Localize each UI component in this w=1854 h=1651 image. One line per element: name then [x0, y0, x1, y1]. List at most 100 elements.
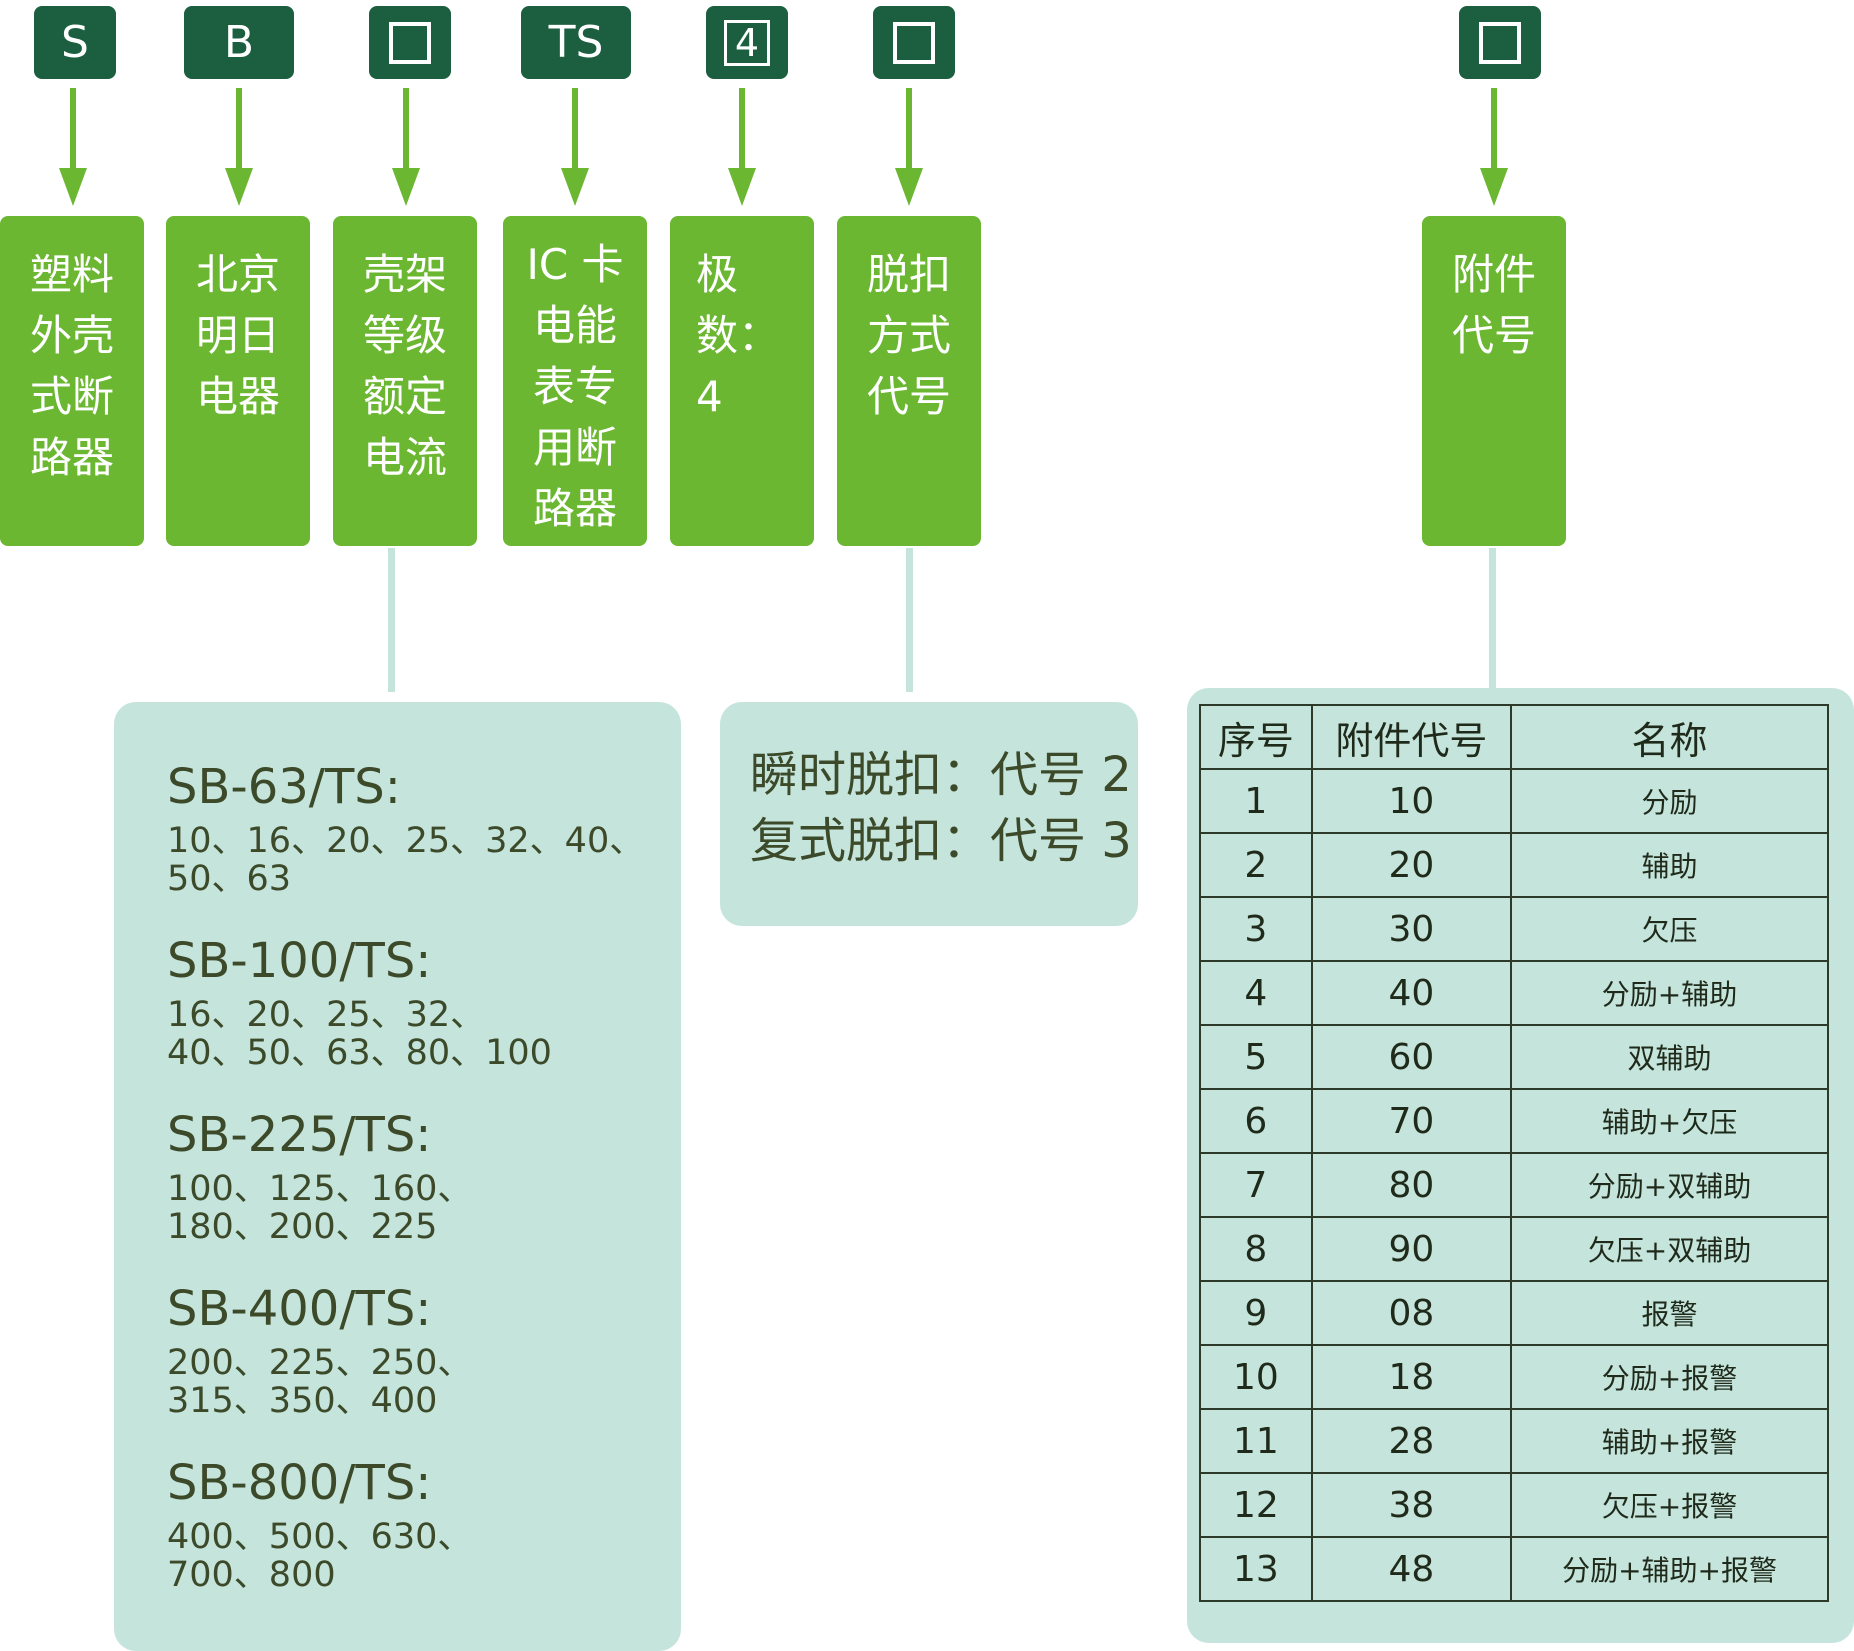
accessory-name: 辅助 — [1510, 832, 1829, 898]
accessory-code: 30 — [1310, 896, 1513, 962]
current-values-line: 50、63 — [167, 859, 292, 899]
current-values: 400、500、630、 700、800 — [167, 1518, 681, 1594]
arrow-down-icon — [59, 88, 87, 206]
row-index: 3 — [1199, 896, 1313, 962]
code-label-ts: TS — [548, 17, 604, 68]
trip-mode-line: 复式脱扣：代号 3 — [750, 813, 1132, 869]
row-index: 7 — [1199, 1152, 1313, 1218]
trip-mode-panel: 瞬时脱扣：代号 2 复式脱扣：代号 3 — [720, 702, 1138, 926]
accessory-code: 70 — [1310, 1088, 1513, 1154]
rating-group: SB-225/TS: 100、125、160、 180、200、225 — [167, 1106, 681, 1246]
current-values-line: 180、200、225 — [167, 1207, 438, 1247]
arrow-down-icon — [1480, 88, 1508, 206]
accessory-code: 20 — [1310, 832, 1513, 898]
accessory-name: 欠压+双辅助 — [1510, 1216, 1829, 1282]
code-label-s: S — [61, 17, 89, 68]
current-values-line: 10、16、20、25、32、40、 — [167, 821, 645, 861]
row-index: 8 — [1199, 1216, 1313, 1282]
placeholder-square-icon — [1479, 21, 1521, 64]
accessory-name: 辅助+欠压 — [1510, 1088, 1829, 1154]
current-values: 16、20、25、32、 40、50、63、80、100 — [167, 996, 681, 1072]
current-values-line: 400、500、630、 — [167, 1517, 473, 1557]
accessory-code: 18 — [1310, 1344, 1513, 1410]
accessory-code: 60 — [1310, 1024, 1513, 1090]
column-header: 名称 — [1510, 704, 1829, 770]
arrow-down-icon — [561, 88, 589, 206]
rated-current-panel: SB-63/TS: 10、16、20、25、32、40、 50、63 SB-10… — [114, 702, 681, 1651]
accessory-code: 48 — [1310, 1536, 1513, 1602]
code-label-b: B — [223, 17, 255, 68]
row-index: 2 — [1199, 832, 1313, 898]
table-header-row: 序号 附件代号 名称 — [1199, 704, 1829, 770]
current-values: 100、125、160、 180、200、225 — [167, 1170, 681, 1246]
model-name: SB-100/TS: — [167, 933, 432, 989]
accessory-code: 28 — [1310, 1408, 1513, 1474]
row-index: 9 — [1199, 1280, 1313, 1346]
row-index: 5 — [1199, 1024, 1313, 1090]
column-header: 附件代号 — [1310, 704, 1513, 770]
current-values-line: 315、350、400 — [167, 1381, 438, 1421]
code-box-frame-current — [369, 6, 451, 79]
desc-box-frame-current: 壳架 等级 额定 电流 — [333, 216, 477, 546]
current-values: 10、16、20、25、32、40、 50、63 — [167, 822, 681, 898]
arrow-down-icon — [895, 88, 923, 206]
current-values: 200、225、250、 315、350、400 — [167, 1344, 681, 1420]
accessory-name: 分励+辅助+报警 — [1510, 1536, 1829, 1602]
code-box-trip-mode — [873, 6, 955, 79]
current-values-line: 200、225、250、 — [167, 1343, 473, 1383]
row-index: 4 — [1199, 960, 1313, 1026]
rating-group: SB-63/TS: 10、16、20、25、32、40、 50、63 — [167, 758, 681, 898]
code-box-poles: 4 — [706, 6, 788, 79]
arrow-down-icon — [225, 88, 253, 206]
rating-group: SB-800/TS: 400、500、630、 700、800 — [167, 1454, 681, 1594]
accessory-name: 欠压 — [1510, 896, 1829, 962]
accessory-code: 80 — [1310, 1152, 1513, 1218]
accessory-code: 38 — [1310, 1472, 1513, 1538]
desc-box-manufacturer: 北京 明日 电器 — [166, 216, 310, 546]
current-values-line: 40、50、63、80、100 — [167, 1033, 552, 1073]
desc-box-housing-type: 塑料 外壳 式断 路器 — [0, 216, 144, 546]
placeholder-square-icon — [893, 21, 935, 64]
row-index: 10 — [1199, 1344, 1313, 1410]
accessory-name: 分励+辅助 — [1510, 960, 1829, 1026]
accessory-name: 辅助+报警 — [1510, 1408, 1829, 1474]
row-index: 1 — [1199, 768, 1313, 834]
accessory-code: 40 — [1310, 960, 1513, 1026]
arrow-down-icon — [392, 88, 420, 206]
column-header: 序号 — [1199, 704, 1313, 770]
desc-box-poles: 极数： 4 — [670, 216, 814, 546]
desc-box-accessory-code: 附件 代号 — [1422, 216, 1566, 546]
accessory-name: 分励 — [1510, 768, 1829, 834]
row-index: 11 — [1199, 1408, 1313, 1474]
accessory-name: 报警 — [1510, 1280, 1829, 1346]
trip-mode-line: 瞬时脱扣：代号 2 — [750, 747, 1132, 803]
rating-group: SB-100/TS: 16、20、25、32、 40、50、63、80、100 — [167, 932, 681, 1072]
accessory-name: 分励+双辅助 — [1510, 1152, 1829, 1218]
current-values-line: 16、20、25、32、 — [167, 995, 486, 1035]
arrow-down-icon — [728, 88, 756, 206]
model-name: SB-400/TS: — [167, 1281, 432, 1337]
model-name: SB-800/TS: — [167, 1455, 432, 1511]
code-box-b: B — [184, 6, 294, 79]
row-index: 6 — [1199, 1088, 1313, 1154]
accessory-code: 08 — [1310, 1280, 1513, 1346]
connector-line — [1489, 548, 1496, 688]
connector-line — [388, 548, 395, 692]
placeholder-square-icon — [389, 21, 431, 64]
code-box-ts: TS — [521, 6, 631, 79]
code-box-accessory — [1459, 6, 1541, 79]
